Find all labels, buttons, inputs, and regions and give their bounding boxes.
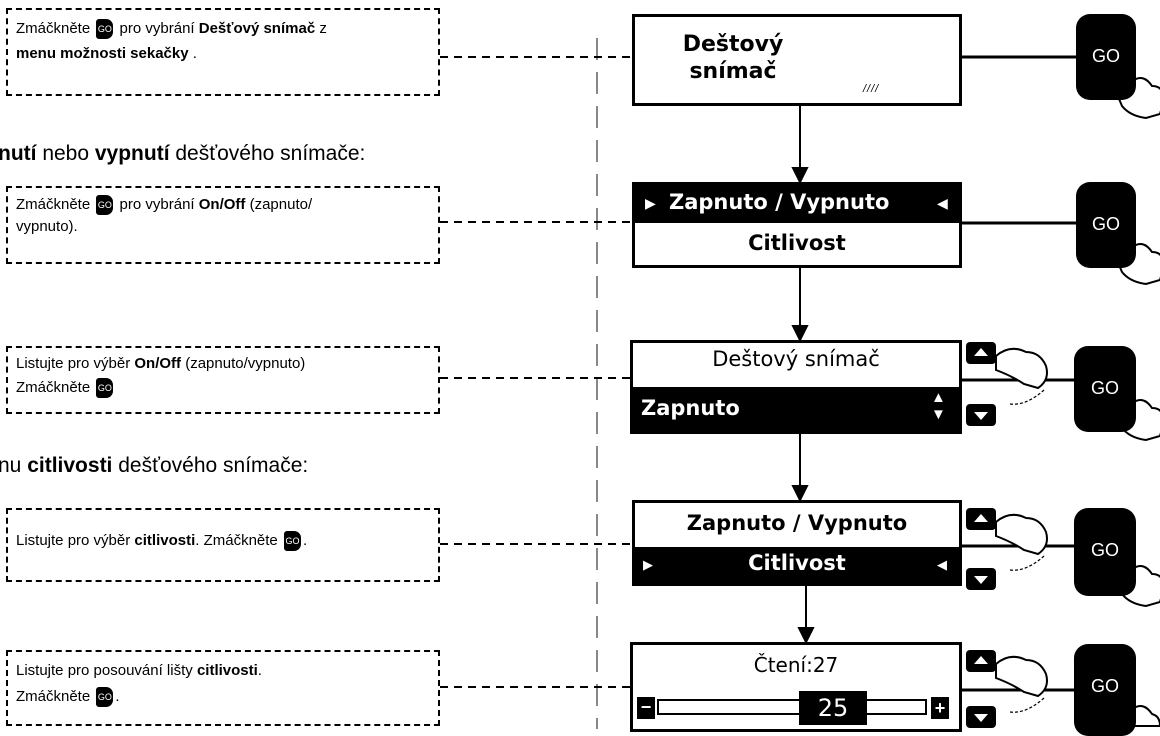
instruction-text: Zmáčkněte	[16, 196, 95, 213]
display-menu-on-off: ▶ Zapnuto / Vypnuto ◀ Citlivost	[632, 182, 962, 268]
heading-bold: citlivosti	[27, 454, 113, 477]
plus-icon: +	[931, 697, 949, 719]
sensitivity-bar-track	[657, 699, 927, 715]
caret-right-icon: ▶	[645, 195, 656, 211]
instruction-box-sensitivity-bar: Listujte pro posouvání lišty citlivosti.…	[6, 650, 440, 726]
instruction-text: (zapnuto/vypnuto)	[181, 355, 306, 372]
instruction-text: (zapnuto/	[245, 196, 313, 213]
instruction-box-scroll-sensitivity: Listujte pro výběr citlivosti. Zmáčkněte…	[6, 508, 440, 582]
display-sensitivity-bar: Čtení:27 − 25 +	[630, 642, 962, 732]
instruction-bold: menu možnosti sekačky	[16, 45, 189, 62]
go-button[interactable]: GO	[1074, 346, 1136, 432]
instruction-text: pro vybrání	[115, 196, 199, 213]
instruction-bold: On/Off	[198, 196, 246, 213]
sensitivity-value: 25	[799, 691, 867, 725]
menu-item-on-off: Zapnuto / Vypnuto	[686, 511, 908, 535]
go-button[interactable]: GO	[1074, 508, 1136, 596]
sensor-reading: Čtení:27	[753, 653, 839, 677]
section-heading-on-off: nutí nebo vypnutí dešťového snímače:	[0, 142, 365, 166]
instruction-text: Zmáčkněte	[16, 379, 95, 396]
display-on-off-value: Deštový snímač Zapnuto ▲▼	[630, 340, 962, 434]
selected-row: ▶ Citlivost ◀	[635, 547, 959, 583]
instruction-text: . Zmáčkněte	[195, 532, 282, 549]
instruction-box-select-rain-sensor: Zmáčkněte GO pro vybrání Dešťový snímač …	[6, 8, 440, 96]
menu-item-sensitivity: Citlivost	[748, 551, 846, 575]
instruction-text: .	[188, 45, 197, 62]
caret-left-icon: ◀	[937, 557, 947, 572]
instruction-bold: citlivosti	[134, 532, 196, 549]
minus-icon: −	[637, 697, 655, 719]
display-rain-sensor-menu: Deštový snímač ////	[632, 14, 962, 106]
display-line: Deštový	[682, 32, 784, 57]
instruction-text: pro vybrání	[115, 20, 199, 37]
arrow-down-button[interactable]	[966, 404, 996, 426]
instruction-text: Listujte pro posouvání lišty	[16, 662, 197, 679]
go-button-icon: GO	[96, 195, 114, 216]
caret-left-icon: ◀	[937, 195, 948, 211]
up-down-icon: ▲▼	[931, 389, 946, 423]
instruction-text: vypnuto).	[16, 218, 78, 235]
section-heading-sensitivity: nu citlivosti dešťového snímače:	[0, 454, 308, 478]
heading-bold: nutí	[0, 142, 37, 165]
instruction-text: .	[257, 662, 262, 679]
display-title: Deštový snímač	[712, 347, 880, 371]
instruction-text: .	[302, 532, 308, 549]
menu-item-on-off: Zapnuto / Vypnuto	[669, 190, 890, 214]
heading-text: dešťového snímače:	[112, 454, 309, 477]
instruction-box-select-on-off: Zmáčkněte GO pro vybrání On/Off (zapnuto…	[6, 186, 440, 264]
go-button[interactable]: GO	[1076, 182, 1136, 268]
rain-drops-icon: ////	[863, 83, 880, 95]
instruction-text: Zmáčkněte	[16, 688, 95, 705]
instruction-text: Zmáčkněte	[16, 20, 95, 37]
display-line: snímač	[689, 59, 777, 84]
caret-right-icon: ▶	[643, 557, 653, 572]
heading-text: dešťového snímače:	[169, 142, 366, 165]
arrow-up-button[interactable]	[966, 508, 996, 530]
instruction-box-scroll-on-off: Listujte pro výběr On/Off (zapnuto/vypnu…	[6, 346, 440, 414]
arrow-up-button[interactable]	[966, 342, 996, 364]
display-title: Deštový snímač	[681, 31, 785, 85]
display-menu-sensitivity: Zapnuto / Vypnuto ▶ Citlivost ◀	[632, 500, 962, 586]
instruction-bold: citlivosti	[196, 662, 258, 679]
instruction-text: Listujte pro výběr	[16, 355, 135, 372]
arrow-up-button[interactable]	[966, 650, 996, 672]
arrow-down-button[interactable]	[966, 706, 996, 728]
go-button-icon: GO	[96, 19, 114, 40]
instruction-text: Listujte pro výběr	[16, 532, 135, 549]
heading-text: nu	[0, 454, 28, 477]
instruction-bold: Dešťový snímač	[198, 20, 316, 37]
instruction-text: z	[315, 20, 327, 37]
go-button-icon: GO	[283, 531, 301, 552]
heading-bold: vypnutí	[94, 142, 170, 165]
go-button[interactable]: GO	[1074, 644, 1136, 736]
on-off-value: Zapnuto	[641, 396, 740, 420]
selected-value-row: Zapnuto ▲▼	[633, 387, 959, 431]
menu-item-sensitivity: Citlivost	[748, 231, 846, 255]
heading-text: nebo	[36, 142, 95, 165]
go-button-icon: GO	[96, 378, 114, 399]
go-button[interactable]: GO	[1076, 14, 1136, 100]
go-button-icon: GO	[96, 687, 114, 708]
selected-row: ▶ Zapnuto / Vypnuto ◀	[635, 185, 959, 223]
arrow-down-button[interactable]	[966, 568, 996, 590]
instruction-bold: On/Off	[134, 355, 182, 372]
instruction-text: .	[115, 688, 120, 705]
